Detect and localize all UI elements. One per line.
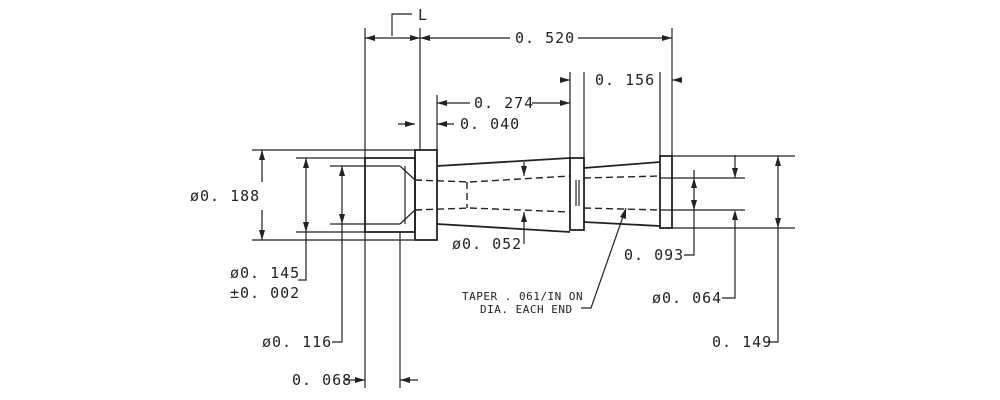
label-0156: 0. 156 xyxy=(595,71,655,89)
label-0093: 0. 093 xyxy=(624,246,684,264)
shaft-top xyxy=(436,157,571,167)
label-0145-tol: ±0. 002 xyxy=(230,284,300,302)
label-0520: 0. 520 xyxy=(515,29,575,47)
right-shaft-top xyxy=(583,161,661,169)
part-outline xyxy=(364,149,673,241)
left-body xyxy=(364,157,416,233)
shaft-bottom xyxy=(436,223,571,233)
dimension-lines xyxy=(259,13,781,383)
label-0149: 0. 149 xyxy=(712,333,772,351)
taper-note-line1: TAPER . 061/IN ON xyxy=(462,290,583,303)
label-0068: 0. 068 xyxy=(292,371,352,389)
taper-note-line2: DIA. EACH END xyxy=(480,303,573,316)
label-l-ref: L xyxy=(418,6,428,24)
extension-lines xyxy=(252,28,795,388)
right-shaft-bottom xyxy=(583,221,661,227)
label-0052: ø0. 052 xyxy=(452,235,522,253)
right-flange xyxy=(659,155,673,229)
middle-collar xyxy=(569,157,585,231)
label-0064: ø0. 064 xyxy=(652,289,722,307)
label-0116: ø0. 116 xyxy=(262,333,332,351)
label-0040: 0. 040 xyxy=(460,115,520,133)
label-0188: ø0. 188 xyxy=(190,187,260,205)
dimension-labels: L 0. 520 0. 156 0. 274 0. 040 ø0. 188 ø0… xyxy=(190,6,772,389)
label-0274: 0. 274 xyxy=(474,94,534,112)
left-flange xyxy=(414,149,438,241)
label-0145: ø0. 145 xyxy=(230,264,300,282)
